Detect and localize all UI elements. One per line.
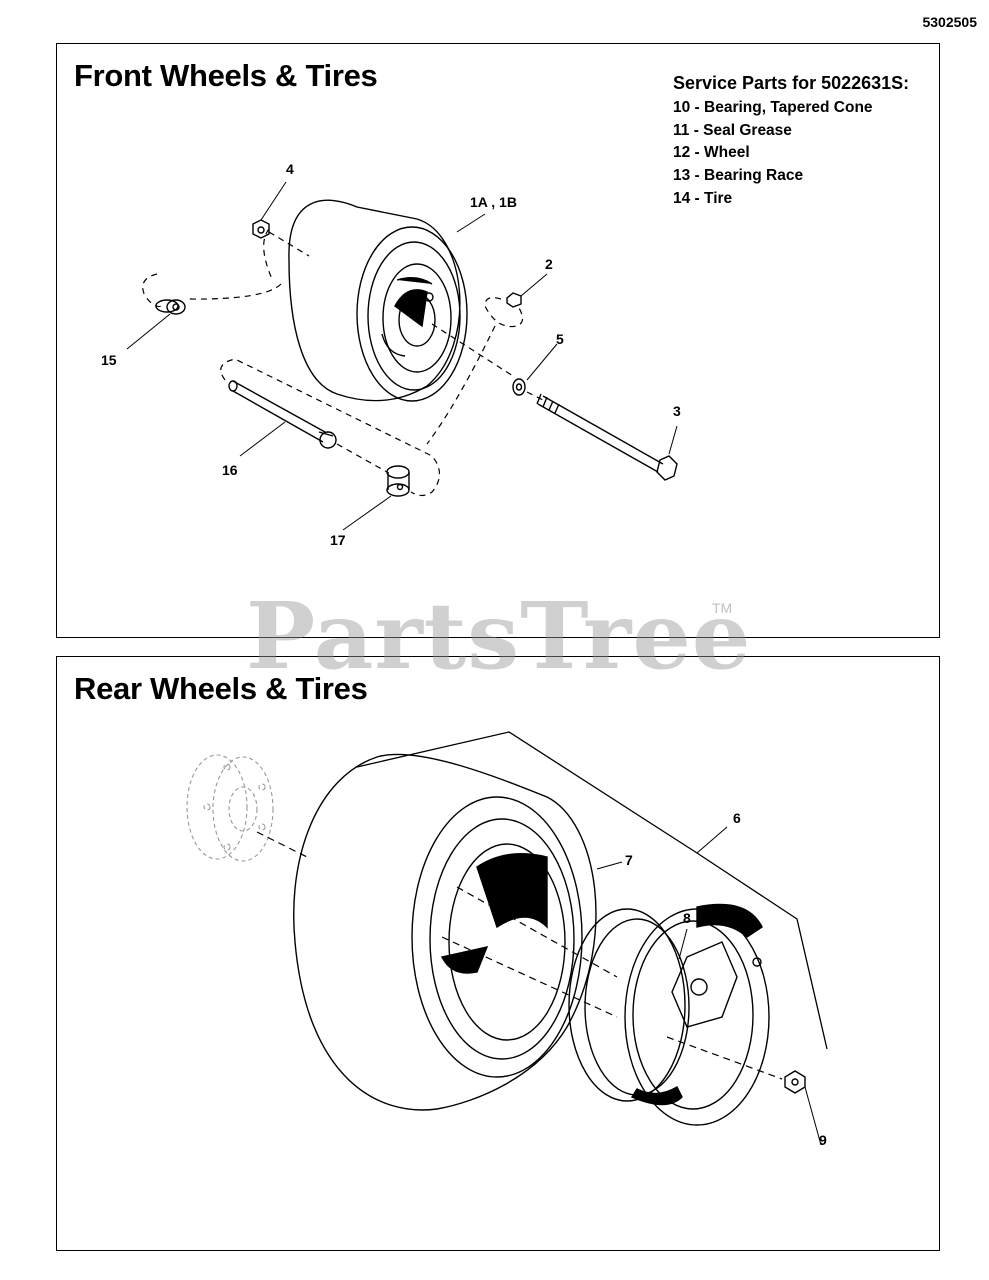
rear-wheel-exploded-diagram: 6 7 8 9 xyxy=(186,731,828,1148)
rear-panel-title: Rear Wheels & Tires xyxy=(74,671,368,706)
rear-tire-illustration xyxy=(293,753,597,1111)
bolt-part-3 xyxy=(536,393,678,481)
callout-label: 15 xyxy=(101,352,117,368)
washer-part-5 xyxy=(512,378,526,396)
callout-label: 3 xyxy=(673,403,681,419)
service-part-item: 13 - Bearing Race xyxy=(673,167,804,185)
callout-label: 2 xyxy=(545,256,553,272)
service-parts-heading: Service Parts for 5022631S: xyxy=(673,73,910,93)
callout-label: 7 xyxy=(625,852,633,868)
spacer-part-17 xyxy=(386,465,410,497)
callout-label: 8 xyxy=(683,910,691,926)
nut-part-4 xyxy=(252,219,270,239)
callout-label: 16 xyxy=(222,462,238,478)
callout-label: 17 xyxy=(330,532,346,548)
front-wheel-exploded-diagram: 4 1A , 1B 2 5 3 15 16 17 xyxy=(101,161,681,548)
service-part-item: 11 - Seal Grease xyxy=(673,121,792,139)
axle-part-16 xyxy=(228,380,337,449)
callout-label: 6 xyxy=(733,810,741,826)
service-part-item: 10 - Bearing, Tapered Cone xyxy=(673,98,873,116)
rear-rim-illustration xyxy=(568,903,770,1126)
callout-label: 4 xyxy=(286,161,294,177)
hub-ghost-illustration xyxy=(186,754,274,862)
bearing-part-15 xyxy=(155,299,186,315)
front-wheels-panel: Front Wheels & Tires Service Parts for 5… xyxy=(56,43,940,638)
document-number: 5302505 xyxy=(922,14,977,30)
service-parts-list: Service Parts for 5022631S: 10 - Bearing… xyxy=(673,72,909,211)
callout-label: 9 xyxy=(819,1132,827,1148)
callout-label: 1A , 1B xyxy=(470,194,517,210)
front-tire-illustration xyxy=(288,199,468,402)
front-panel-title: Front Wheels & Tires xyxy=(74,58,378,93)
callout-label: 5 xyxy=(556,331,564,347)
service-part-item: 14 - Tire xyxy=(673,189,733,207)
nut-part-2 xyxy=(506,292,522,308)
lug-nut-part-9 xyxy=(784,1070,806,1094)
rear-wheels-panel: Rear Wheels & Tires xyxy=(56,656,940,1251)
service-part-item: 12 - Wheel xyxy=(673,144,750,162)
trademark-symbol: TM xyxy=(712,600,733,616)
